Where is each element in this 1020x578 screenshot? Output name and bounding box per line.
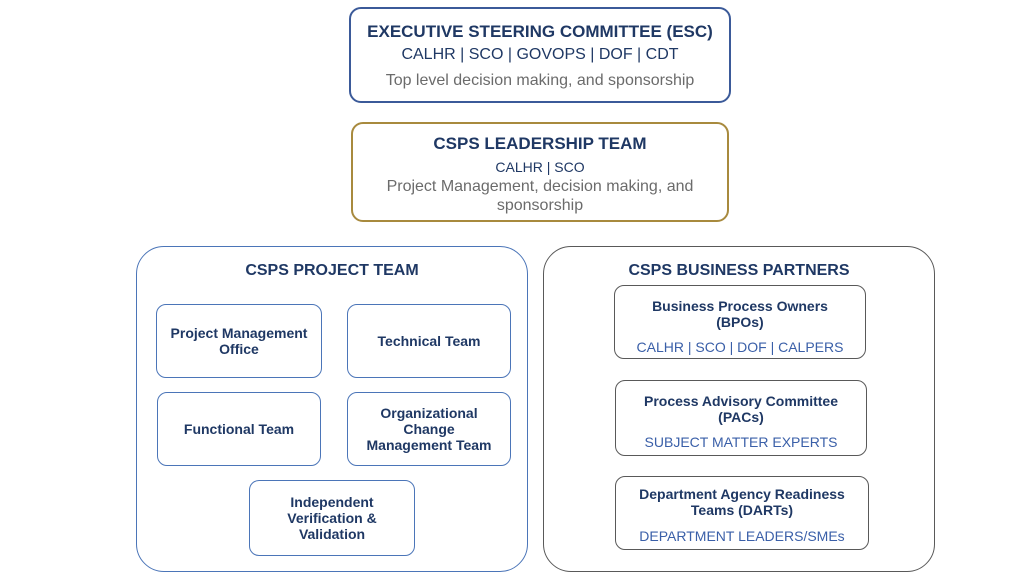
team-technical-label: Technical Team: [377, 333, 481, 349]
team-ivv-label: Independent Verification & Validation: [287, 494, 377, 542]
partner-dart-name: Department Agency Readiness Teams (DARTs…: [639, 486, 845, 518]
team-ocm: Organizational Change Management Team: [347, 392, 511, 466]
partner-pac: Process Advisory Committee (PACs) SUBJEC…: [615, 380, 867, 456]
team-pmo-label: Project Management Office: [170, 325, 308, 357]
leadership-box: CSPS LEADERSHIP TEAM CALHR | SCO Project…: [351, 122, 729, 222]
team-pmo: Project Management Office: [156, 304, 322, 378]
esc-members: CALHR | SCO | GOVOPS | DOF | CDT: [401, 46, 679, 63]
project-team-title: CSPS PROJECT TEAM: [245, 262, 419, 279]
partner-bpo-detail: CALHR | SCO | DOF | CALPERS: [636, 339, 844, 355]
esc-box: EXECUTIVE STEERING COMMITTEE (ESC) CALHR…: [349, 7, 731, 103]
team-ivv: Independent Verification & Validation: [249, 480, 415, 556]
partner-bpo: Business Process Owners (BPOs) CALHR | S…: [614, 285, 866, 359]
business-partners-title: CSPS BUSINESS PARTNERS: [628, 262, 850, 279]
team-ocm-label: Organizational Change Management Team: [366, 405, 492, 453]
team-functional-label: Functional Team: [183, 421, 295, 437]
esc-title: EXECUTIVE STEERING COMMITTEE (ESC): [367, 22, 713, 41]
team-technical: Technical Team: [347, 304, 511, 378]
leadership-description: Project Management, decision making, and…: [386, 178, 694, 214]
partner-dart: Department Agency Readiness Teams (DARTs…: [615, 476, 869, 550]
leadership-members: CALHR | SCO: [495, 159, 585, 175]
partner-dart-detail: DEPARTMENT LEADERS/SMEs: [639, 528, 845, 544]
esc-description: Top level decision making, and sponsorsh…: [385, 72, 695, 89]
team-functional: Functional Team: [157, 392, 321, 466]
partner-pac-name: Process Advisory Committee (PACs): [644, 393, 838, 425]
partner-pac-detail: SUBJECT MATTER EXPERTS: [644, 434, 838, 450]
partner-bpo-name: Business Process Owners (BPOs): [652, 298, 828, 330]
leadership-title: CSPS LEADERSHIP TEAM: [433, 134, 647, 153]
